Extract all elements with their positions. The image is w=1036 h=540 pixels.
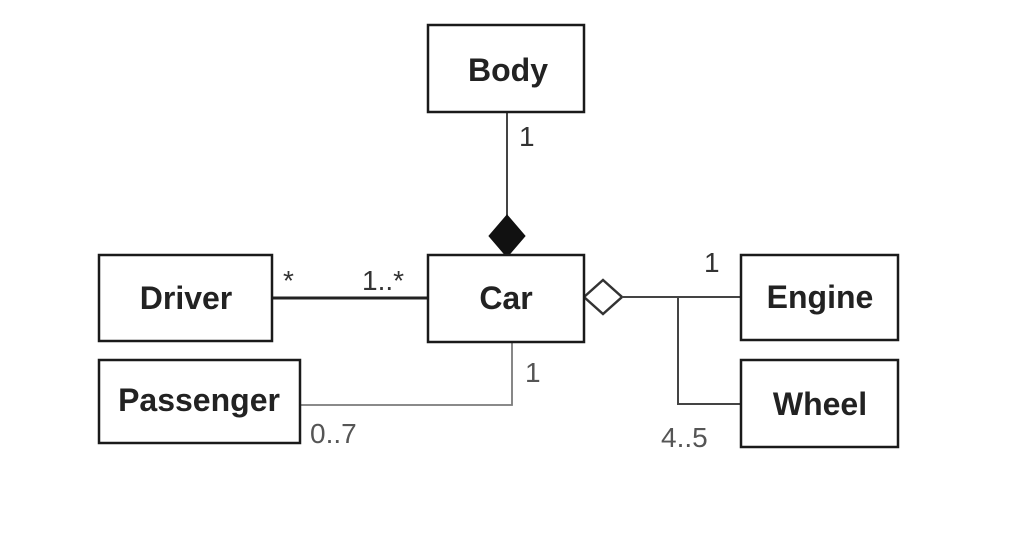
multiplicity-passenger-car-side: 1 bbox=[525, 357, 541, 388]
class-wheel-label: Wheel bbox=[773, 386, 867, 422]
class-driver-label: Driver bbox=[140, 280, 233, 316]
composition-diamond-icon bbox=[488, 214, 526, 258]
multiplicity-passenger-side: 0..7 bbox=[310, 418, 357, 449]
class-wheel[interactable]: Wheel bbox=[739, 358, 900, 449]
class-car-label: Car bbox=[479, 280, 532, 316]
aggregation-diamond-icon bbox=[582, 278, 624, 316]
car-wheel-aggregation-line bbox=[677, 297, 741, 405]
class-passenger-label: Passenger bbox=[118, 382, 280, 418]
passenger-car-association-line bbox=[300, 342, 513, 406]
class-engine-label: Engine bbox=[767, 279, 874, 315]
multiplicity-driver-side: * bbox=[283, 265, 294, 296]
class-passenger[interactable]: Passenger bbox=[97, 358, 302, 445]
class-driver[interactable]: Driver bbox=[97, 253, 274, 343]
class-body[interactable]: Body bbox=[426, 23, 586, 114]
multiplicity-wheel-side: 4..5 bbox=[661, 422, 708, 453]
class-body-label: Body bbox=[468, 52, 548, 88]
class-engine[interactable]: Engine bbox=[739, 253, 900, 342]
multiplicity-body-car: 1 bbox=[519, 121, 535, 152]
class-car[interactable]: Car bbox=[426, 253, 586, 344]
multiplicity-car-driver-side: 1..* bbox=[362, 265, 404, 296]
multiplicity-engine-side: 1 bbox=[704, 247, 720, 278]
